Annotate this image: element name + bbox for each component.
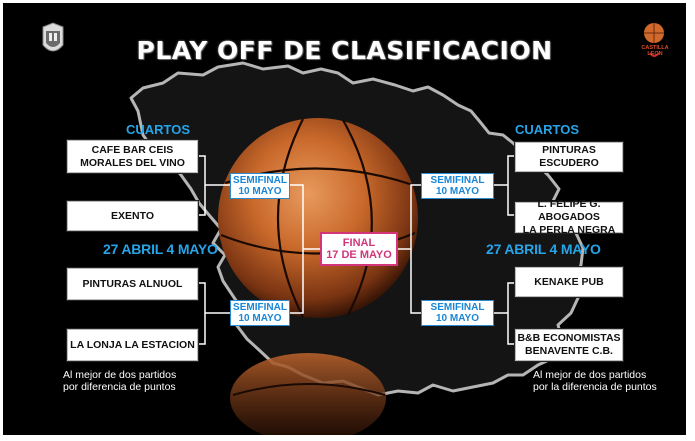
team-name-line: LA PERLA NEGRA (522, 224, 616, 236)
stage-label: SEMIFINAL (233, 302, 287, 313)
left-semifinal-top: SEMIFINAL 10 MAYO (230, 173, 290, 199)
left-semifinal-bottom: SEMIFINAL 10 MAYO (230, 300, 290, 326)
final-box: FINAL 17 DE MAYO (320, 232, 398, 266)
note-line: por diferencia de puntos (63, 381, 176, 393)
right-team-3: KENAKE PUB (514, 266, 624, 298)
team-name-line: BENAVENTE C.B. (525, 345, 613, 357)
stage-date: 10 MAYO (436, 313, 479, 324)
right-team-1: PINTURAS ESCUDERO (514, 141, 624, 173)
stage-date: 10 MAYO (238, 313, 282, 324)
team-name: EXENTO (111, 209, 154, 222)
note-line: Al mejor de dos partidos (533, 369, 647, 381)
team-name: PINTURAS ALNUOL (82, 277, 183, 290)
logo-caption: CASTILLA LEON (641, 45, 669, 57)
ball-reflection (230, 353, 386, 435)
final-label: FINAL (342, 237, 376, 249)
basketball-logo-icon (644, 23, 664, 57)
right-round-label: CUARTOS (515, 122, 580, 137)
left-team-3: PINTURAS ALNUOL (66, 267, 199, 301)
team-name: KENAKE PUB (534, 275, 604, 288)
left-note: Al mejor de dos partidos por diferencia … (63, 369, 176, 393)
note-line: Al mejor de dos partidos (63, 369, 177, 381)
right-note: Al mejor de dos partidos por la diferenc… (533, 369, 657, 393)
stage-date: 10 MAYO (238, 186, 282, 197)
team-name-line: MORALES DEL VINO (80, 156, 185, 169)
basketball (218, 118, 418, 318)
team-name: LA LONJA LA ESTACION (70, 338, 195, 351)
team-name-line: B&B ECONOMISTAS (517, 332, 621, 344)
note-line: por la diferencia de puntos (533, 381, 657, 393)
bracket-lines (199, 155, 514, 345)
right-semifinal-top: SEMIFINAL 10 MAYO (421, 173, 494, 199)
final-date: 17 DE MAYO (326, 249, 392, 261)
team-name-line: CAFE BAR CEIS (91, 143, 174, 156)
left-round-label: CUARTOS (126, 122, 191, 137)
poster-frame: PLAY OFF DE CLASIFICACION CASTILLA LEON … (3, 3, 686, 435)
crest-icon (42, 22, 64, 52)
poster-title: PLAY OFF DE CLASIFICACION (136, 36, 553, 65)
stage-date: 10 MAYO (436, 186, 479, 197)
left-team-2: EXENTO (66, 200, 199, 232)
team-name-line: L. FELIPE G. ABOGADOS (537, 198, 601, 223)
stage-label: SEMIFINAL (233, 175, 287, 186)
left-dates: 27 ABRIL 4 MAYO (103, 241, 218, 257)
team-name: PINTURAS ESCUDERO (539, 144, 599, 169)
right-dates: 27 ABRIL 4 MAYO (486, 241, 601, 257)
stage-label: SEMIFINAL (430, 302, 485, 313)
stage-label: SEMIFINAL (430, 175, 485, 186)
right-semifinal-bottom: SEMIFINAL 10 MAYO (421, 300, 494, 326)
left-team-4: LA LONJA LA ESTACION (66, 328, 199, 362)
